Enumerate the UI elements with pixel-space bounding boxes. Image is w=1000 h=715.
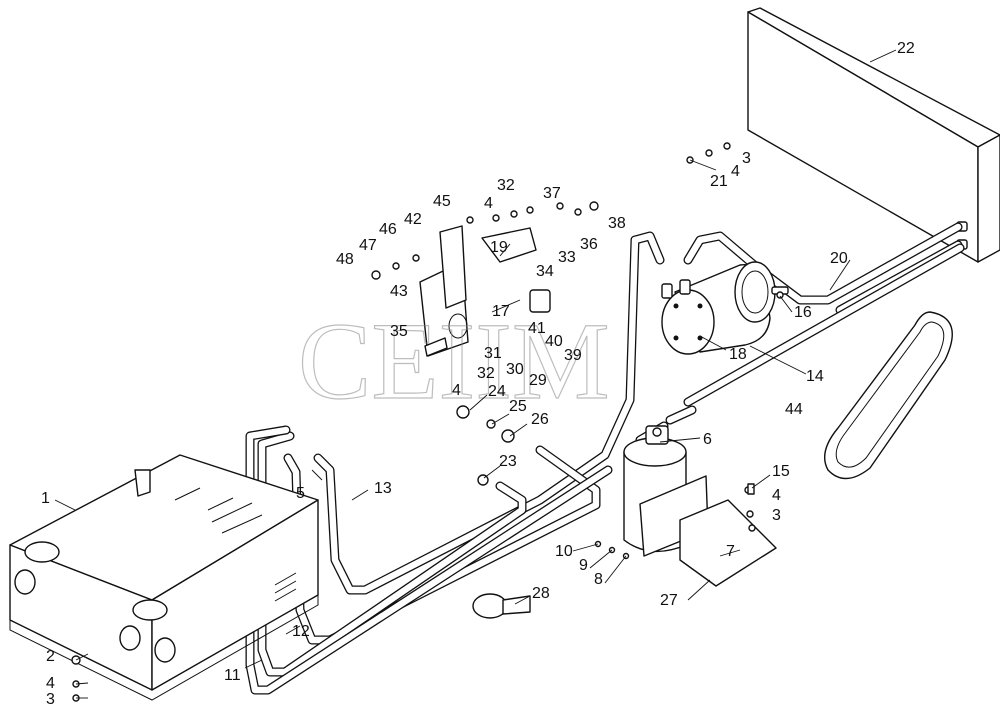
callout-8: 8	[594, 571, 603, 588]
callout-36: 36	[580, 236, 598, 253]
callout-30: 30	[506, 361, 524, 378]
callout-24: 24	[488, 383, 506, 400]
callout-11: 11	[224, 667, 241, 684]
callout-4-receiver: 4	[772, 487, 781, 504]
callout-44: 44	[785, 401, 803, 418]
callout-15: 15	[772, 463, 790, 480]
compressor-bracket	[371, 142, 784, 486]
callout-32: 32	[497, 177, 515, 194]
callout-17: 17	[492, 303, 510, 320]
callout-42: 42	[404, 211, 422, 228]
callout-27: 27	[660, 592, 678, 609]
callout-4-bracket-bottom: 4	[452, 382, 461, 399]
callout-19: 19	[490, 239, 508, 256]
callout-10: 10	[555, 543, 573, 560]
callout-13: 13	[374, 480, 392, 497]
callout-labels: 1 2 3 4 5 6 7 8 9 10 11 12 13 14 15 16 1…	[41, 40, 915, 708]
drive-belt	[824, 311, 953, 480]
callout-7: 7	[726, 543, 735, 560]
callout-3-receiver: 3	[772, 507, 781, 524]
callout-14: 14	[806, 368, 824, 385]
receiver-drier	[594, 425, 777, 587]
callout-28: 28	[532, 585, 550, 602]
callout-6: 6	[703, 431, 712, 448]
callout-31: 31	[484, 345, 502, 362]
callout-46: 46	[379, 221, 397, 238]
compressor	[661, 261, 789, 355]
callout-22: 22	[897, 40, 915, 57]
callout-38: 38	[608, 215, 626, 232]
callout-12: 12	[292, 623, 310, 640]
callout-26: 26	[531, 411, 549, 428]
callout-1: 1	[41, 490, 50, 507]
callout-33: 33	[558, 249, 576, 266]
callout-35: 35	[390, 323, 408, 340]
callout-4: 4	[46, 675, 55, 692]
callout-21: 21	[710, 173, 728, 190]
callout-3-condenser: 3	[742, 150, 751, 167]
callout-4-condenser: 4	[731, 163, 740, 180]
callout-45: 45	[433, 193, 451, 210]
callout-48: 48	[336, 251, 354, 268]
callout-20: 20	[830, 250, 848, 267]
callout-18: 18	[729, 346, 747, 363]
callout-43: 43	[390, 283, 408, 300]
callout-47: 47	[359, 237, 377, 254]
callout-25: 25	[509, 398, 527, 415]
callout-2: 2	[46, 648, 55, 665]
watermark-text: CEIIM	[298, 300, 610, 422]
callout-32-bracket: 32	[477, 365, 495, 382]
callout-34: 34	[536, 263, 554, 280]
callout-41: 41	[528, 320, 546, 337]
callout-16: 16	[794, 304, 812, 321]
callout-29: 29	[529, 372, 547, 389]
callout-40: 40	[545, 333, 563, 350]
hose-clamp	[472, 593, 531, 619]
callout-23: 23	[499, 453, 517, 470]
callout-3: 3	[46, 691, 55, 708]
callout-9: 9	[579, 557, 588, 574]
callout-4-bracket-top: 4	[484, 195, 493, 212]
callout-37: 37	[543, 185, 561, 202]
callout-5: 5	[296, 485, 305, 502]
heater-unit	[9, 454, 319, 701]
leader-lines	[54, 49, 897, 699]
callout-39: 39	[564, 347, 582, 364]
condenser	[747, 7, 1000, 263]
